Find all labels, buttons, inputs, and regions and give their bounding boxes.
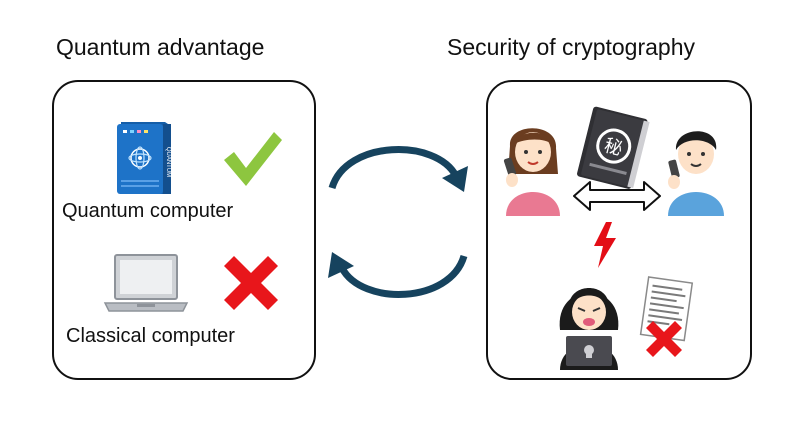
- double-arrow-icon: [573, 181, 661, 211]
- lightning-icon: [594, 222, 616, 268]
- check-icon: [224, 132, 282, 186]
- cross-icon: [224, 256, 278, 310]
- quantum-advantage-title: Quantum advantage: [56, 34, 265, 60]
- document-icon: [639, 276, 694, 357]
- hacker-icon: [559, 288, 619, 370]
- quantum-advantage-panel: [52, 80, 316, 380]
- quantum-computer-icon: QUANTUM: [117, 122, 171, 194]
- man-phone-icon: [668, 131, 724, 216]
- laptop-icon: [103, 254, 189, 312]
- security-title: Security of cryptography: [447, 34, 696, 60]
- woman-phone-icon: [503, 128, 560, 216]
- secret-symbol: 秘: [602, 135, 625, 160]
- secret-book-icon: 秘: [577, 106, 650, 189]
- quantum-device-label: QUANTUM: [165, 147, 171, 177]
- classical-computer-label: Classical computer: [66, 325, 235, 347]
- cycle-arrows: [328, 146, 468, 298]
- quantum-computer-label: Quantum computer: [62, 200, 234, 222]
